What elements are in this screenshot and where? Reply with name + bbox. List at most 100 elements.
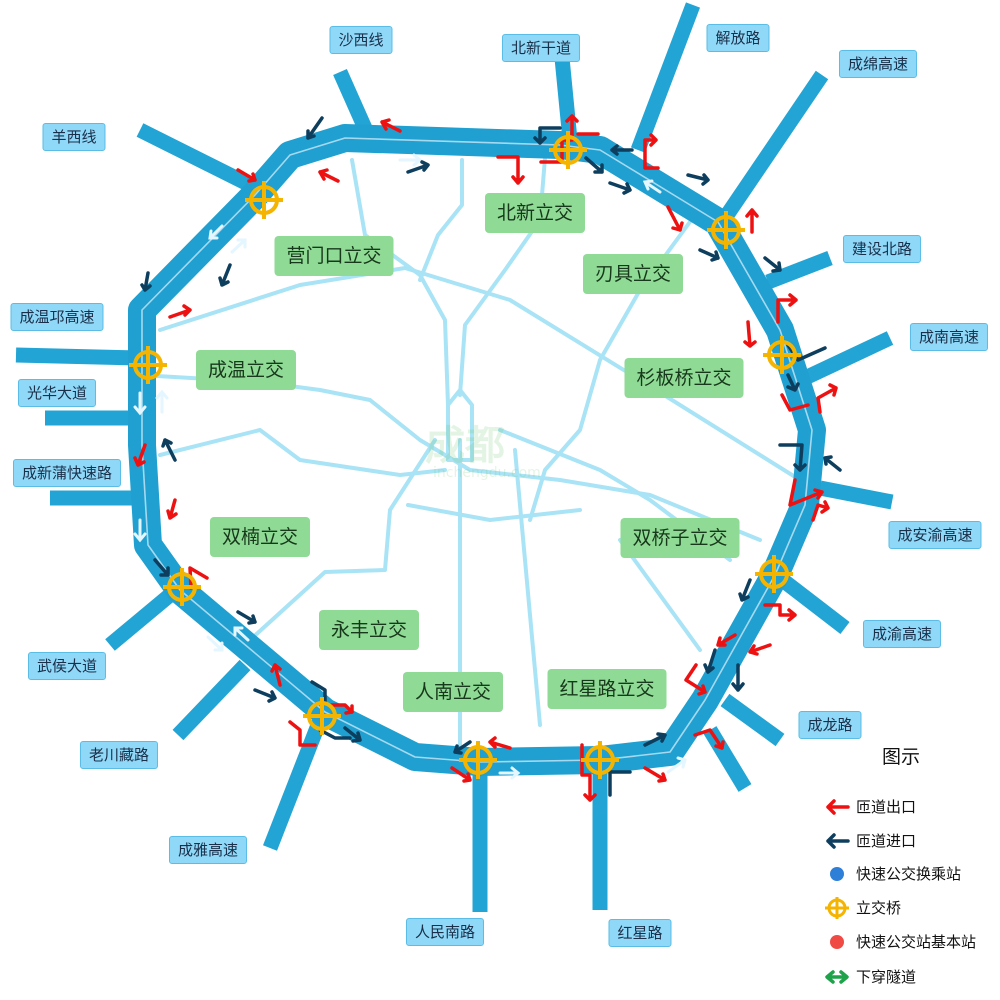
exit-arrow xyxy=(496,155,525,185)
road-label-chengwenqiong: 成温邛高速 xyxy=(10,303,104,331)
exit-arrow xyxy=(763,603,797,622)
exit-arrow xyxy=(748,643,772,656)
interchange-label-hongxinglu: 红星路立交 xyxy=(547,669,667,709)
entry-arrow xyxy=(608,181,632,195)
lane-arrow xyxy=(230,238,247,254)
exit-arrow xyxy=(716,633,737,647)
lane-arrow xyxy=(398,153,423,167)
entry-arrow xyxy=(643,732,667,747)
road-label-chengmian: 成绵高速 xyxy=(838,50,918,78)
ramp-entries xyxy=(140,116,842,797)
inner-road xyxy=(158,428,447,477)
exit-arrow xyxy=(380,118,402,133)
lane-arrow xyxy=(233,626,250,642)
interchange-label-yongfeng: 永丰立交 xyxy=(318,610,420,650)
entry-arrow-icon xyxy=(826,833,850,849)
radial-chenganyu xyxy=(818,480,894,510)
radial-chengya xyxy=(263,712,329,851)
radial-chengmian xyxy=(718,70,829,223)
entry-arrow xyxy=(343,726,362,743)
entry-arrow xyxy=(533,126,562,145)
road-label-jianshebei: 建设北路 xyxy=(842,235,922,263)
entry-arrow xyxy=(738,578,752,602)
lane-arrow xyxy=(642,179,662,194)
entry-arrow xyxy=(253,688,277,703)
entry-arrow xyxy=(218,263,232,287)
entry-arrow xyxy=(140,271,152,292)
radial-chengyu xyxy=(775,572,850,634)
entry-arrow xyxy=(318,728,352,740)
entry-arrow xyxy=(453,740,472,755)
exit-arrow xyxy=(488,736,512,750)
exit-arrow xyxy=(743,320,757,348)
legend-item-interchange: 立交桥 xyxy=(820,897,1000,919)
entry-arrow xyxy=(161,438,177,462)
bus-basic-dot-icon xyxy=(830,935,844,949)
exit-arrow xyxy=(666,205,684,232)
entry-arrow xyxy=(763,256,782,273)
inner-road xyxy=(513,448,542,727)
bus-transfer-dot-icon xyxy=(830,867,844,881)
road-label-jiefang: 解放路 xyxy=(706,24,770,52)
exit-arrow xyxy=(166,498,178,520)
road-label-yangxi: 羊西线 xyxy=(42,123,106,151)
entry-arrow xyxy=(823,455,842,472)
exit-arrow xyxy=(236,168,257,183)
entry-arrow xyxy=(786,343,827,362)
entry-arrow xyxy=(698,248,720,262)
exit-arrow xyxy=(643,766,667,783)
exit-arrow xyxy=(745,208,759,234)
exit-arrow xyxy=(643,133,660,170)
entry-arrow xyxy=(778,443,807,472)
legend-label: 快速公交换乘站 xyxy=(856,865,962,883)
interchange-label-shanbanqiao: 杉板桥立交 xyxy=(624,358,744,398)
exit-arrow-icon xyxy=(826,799,850,815)
road-label-guanghua: 光华大道 xyxy=(17,379,97,407)
interchange-label-beixin: 北新立交 xyxy=(484,193,586,233)
entry-arrow xyxy=(731,663,745,692)
road-label-shaxi: 沙西线 xyxy=(329,26,393,54)
lane-arrow xyxy=(206,635,224,652)
interchange-label-rennan: 人南立交 xyxy=(402,672,504,712)
road-label-chengya: 成雅高速 xyxy=(168,836,248,864)
interchange-label-shuangqiaozi: 双桥子立交 xyxy=(620,518,740,558)
radial-yangxi xyxy=(136,123,264,197)
entry-arrow xyxy=(703,648,717,674)
legend-item-exit: 匝道出口 xyxy=(820,796,1000,818)
road-label-chenganyu: 成安渝高速 xyxy=(888,521,982,549)
legend-label: 下穿隧道 xyxy=(856,968,917,986)
legend-label: 立交桥 xyxy=(856,899,902,917)
exit-arrow xyxy=(450,766,472,783)
entry-arrow xyxy=(236,610,257,625)
inner-road xyxy=(350,158,450,407)
exit-arrow xyxy=(776,293,798,324)
radial-chengnan xyxy=(801,331,894,385)
interchange-label-shuangnan: 双楠立交 xyxy=(209,517,311,557)
lane-arrow xyxy=(208,224,224,240)
exit-arrow xyxy=(270,663,282,687)
exit-arrow xyxy=(684,663,707,696)
road-label-wuhou: 武侯大道 xyxy=(27,652,107,680)
inner-road xyxy=(618,538,702,652)
radial-laochuanzang xyxy=(172,659,251,741)
lane-arrow xyxy=(133,391,147,416)
entry-arrow xyxy=(686,173,710,186)
road-label-chengyu: 成渝高速 xyxy=(862,620,942,648)
road-label-renminnan: 人民南路 xyxy=(405,918,485,946)
exit-arrow xyxy=(816,383,838,414)
lane-arrow xyxy=(155,389,169,414)
legend-item-tunnel: 下穿隧道 xyxy=(820,966,1000,988)
exit-arrow xyxy=(788,478,824,507)
tunnel-arrow-icon xyxy=(825,970,849,984)
inner-road xyxy=(418,158,464,282)
exit-arrow xyxy=(328,703,354,715)
road-label-chengnan: 成南高速 xyxy=(909,323,989,351)
ramp-exits xyxy=(133,114,838,802)
exit-arrow xyxy=(133,443,147,467)
radial-chenglong-a xyxy=(720,693,785,747)
lane-arrow xyxy=(498,766,521,780)
exit-arrow xyxy=(188,566,209,590)
lane-arrow xyxy=(133,518,147,543)
radial-jiefang xyxy=(630,2,701,153)
entry-arrow xyxy=(786,373,800,392)
